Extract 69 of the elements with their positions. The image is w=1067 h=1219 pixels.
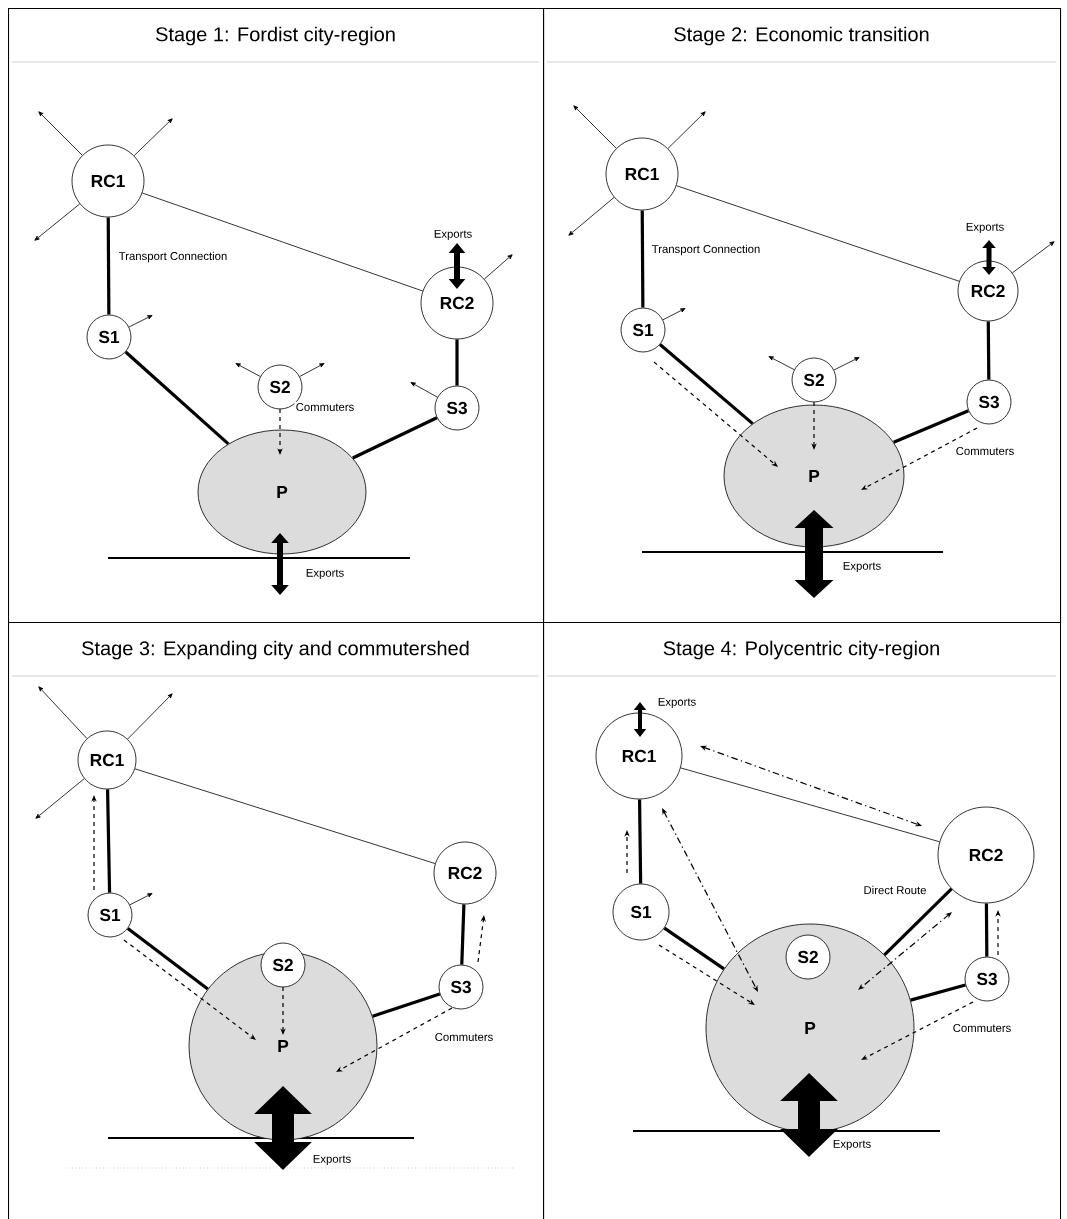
commuter-arrow	[658, 944, 755, 1005]
connection-line	[663, 926, 725, 971]
connection-line	[893, 409, 969, 444]
edge-label: Transport Connection	[650, 243, 762, 257]
arrow	[128, 315, 153, 328]
connection-line	[460, 904, 466, 965]
commuter-arrow	[653, 361, 778, 467]
connection-line	[910, 983, 966, 1002]
connection-line	[659, 343, 754, 425]
flow-arrow	[662, 808, 758, 992]
edge-label: Commuters	[951, 1022, 1013, 1034]
arrow	[667, 111, 706, 149]
connection-line	[124, 350, 230, 446]
connection-line	[134, 768, 436, 864]
commuter-arrow	[477, 915, 486, 963]
edge-label: Commuters	[954, 445, 1016, 457]
arrow	[35, 778, 85, 819]
edge-label: Transport Connection	[117, 250, 229, 264]
commuter-arrow	[861, 427, 978, 490]
connection-line	[126, 927, 209, 991]
export-arrow	[448, 243, 466, 289]
arrow	[38, 111, 83, 156]
edge-label: Exports	[841, 560, 883, 574]
arrow	[133, 118, 173, 157]
arrow	[34, 203, 81, 241]
edge-label: Commuters	[294, 401, 356, 413]
commuter-arrow	[123, 939, 256, 1040]
arrow	[768, 356, 795, 371]
arrow	[1012, 241, 1055, 274]
connection-line	[676, 185, 960, 282]
flow-arrow	[858, 912, 952, 990]
commuter-arrow	[861, 1001, 974, 1060]
export-arrow	[794, 510, 834, 598]
connection-line	[640, 210, 645, 308]
edge-label: Exports	[656, 696, 698, 710]
connection-line	[984, 903, 989, 957]
commuter-arrow	[336, 1007, 453, 1072]
connection-line	[680, 767, 940, 843]
flow-arrow	[700, 745, 922, 827]
arrow	[573, 105, 617, 149]
connection-line	[986, 321, 991, 380]
edge-label: Direct Route	[862, 884, 928, 896]
edge-label: Exports	[432, 228, 474, 242]
connection-line	[372, 992, 441, 1018]
edge-label: Exports	[311, 1153, 353, 1167]
arrow	[410, 382, 438, 398]
arrow	[833, 357, 860, 371]
edge-label: Exports	[304, 567, 346, 581]
connection-line	[106, 217, 111, 315]
arrow	[129, 893, 153, 906]
connection-line	[141, 192, 424, 292]
arrow	[568, 197, 615, 236]
arrow	[235, 363, 261, 377]
arrow	[127, 693, 173, 740]
export-arrow	[271, 533, 289, 595]
connection-line	[455, 339, 459, 386]
edge-label: Exports	[964, 221, 1006, 235]
connection-line	[352, 416, 438, 460]
arrow	[299, 363, 325, 377]
export-arrow	[633, 702, 647, 737]
connection-line	[105, 789, 112, 893]
connection-line	[637, 799, 643, 884]
arrow	[662, 308, 686, 321]
arrow	[38, 686, 88, 739]
edge-label: Commuters	[433, 1031, 495, 1043]
arrow	[484, 254, 513, 280]
edge-label: Exports	[831, 1138, 873, 1152]
export-arrow	[982, 240, 996, 275]
connection-line	[883, 887, 953, 956]
